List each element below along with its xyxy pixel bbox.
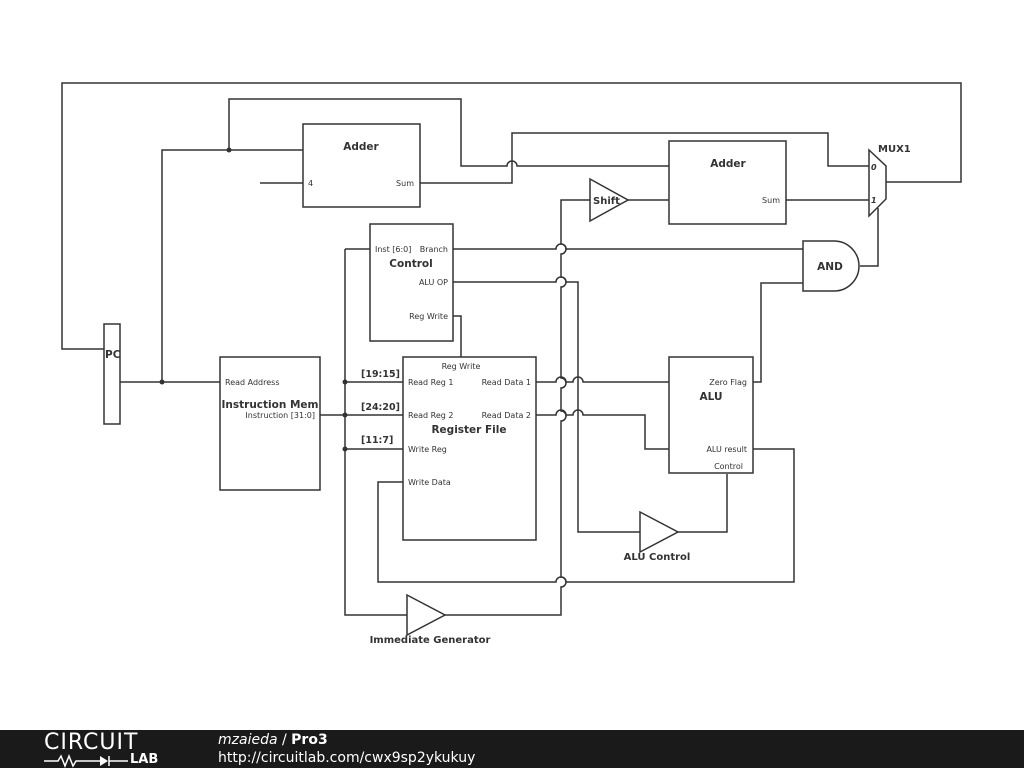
control-regwrite-label: Reg Write (409, 312, 448, 321)
control-aluop-label: ALU OP (419, 278, 448, 287)
imem-title: Instruction Mem (221, 399, 318, 411)
logo-text-circuit: CIRCUIT (44, 730, 139, 755)
adder-top-title: Adder (343, 141, 379, 153)
adder-branch[interactable]: Adder Sum (668, 140, 787, 225)
control-title: Control (389, 258, 432, 270)
adder-top-in-label: 4 (308, 179, 313, 188)
project-title[interactable]: Pro3 (291, 732, 328, 748)
footer-bar: CIRCUIT LAB mzaieda / Pro3 http://circui… (0, 730, 1024, 768)
adder-branch-title: Adder (710, 158, 746, 170)
shift-label: Shift (593, 196, 620, 207)
regfile-readreg2-label: Read Reg 2 (408, 411, 453, 420)
pc-label: PC (105, 349, 121, 361)
regfile-writereg-label: Write Reg (408, 445, 447, 454)
mux-title: MUX1 (878, 144, 911, 155)
alu-control-unit[interactable]: ALU Control (624, 510, 691, 563)
mux1[interactable]: MUX1 0 1 (868, 144, 911, 218)
control-branch-label: Branch (420, 245, 448, 254)
circuit-schematic: PC Adder 4 Sum Adder Sum Shift MUX1 0 1 … (61, 82, 962, 646)
regfile-title: Register File (431, 424, 506, 436)
mux-in0-label: 0 (871, 163, 877, 172)
regfile-writedata-label: Write Data (408, 478, 451, 487)
regfile-readreg1-label: Read Reg 1 (408, 378, 453, 387)
control-unit[interactable]: Inst [6:0] Branch Control ALU OP Reg Wri… (369, 223, 454, 342)
logo-text-lab: LAB (130, 752, 159, 767)
alu-title: ALU (700, 391, 723, 403)
immediate-generator[interactable]: Immediate Generator (370, 593, 491, 646)
alu-zero-flag-label: Zero Flag (709, 378, 747, 387)
logo-waveform-icon (44, 754, 128, 768)
wires (61, 82, 962, 616)
project-url[interactable]: http://circuitlab.com/cwx9sp2ykukuy (218, 750, 476, 766)
alu-result-label: ALU result (706, 445, 747, 454)
imem-read-address-label: Read Address (225, 378, 280, 387)
bus-label-11-7: [11:7] (361, 435, 393, 446)
instruction-memory[interactable]: Read Address Instruction Mem Instruction… (219, 356, 321, 491)
and-label: AND (817, 261, 843, 273)
junction-dot (342, 379, 348, 385)
separator: / (277, 732, 292, 748)
author-project-line: mzaieda / Pro3 (218, 732, 328, 748)
register-file[interactable]: Reg Write Read Reg 1 Read Data 1 Read Re… (402, 356, 537, 541)
regfile-regwrite-label: Reg Write (442, 362, 481, 371)
junctions (159, 147, 348, 452)
regfile-readdata1-label: Read Data 1 (482, 378, 531, 387)
junction-dot (342, 412, 348, 418)
adder-top[interactable]: Adder 4 Sum (302, 123, 421, 208)
alu-control-label: ALU Control (624, 552, 691, 563)
junction-dot (159, 379, 165, 385)
junction-dot (342, 446, 348, 452)
alu[interactable]: Zero Flag ALU ALU result Control (668, 356, 754, 474)
imm-gen-label: Immediate Generator (370, 635, 491, 646)
pc-register[interactable]: PC (103, 323, 121, 425)
junction-dot (226, 147, 232, 153)
bus-label-24-20: [24:20] (361, 402, 400, 413)
imem-instruction-label: Instruction [31:0] (245, 411, 315, 420)
and-gate[interactable]: AND (802, 240, 860, 292)
regfile-readdata2-label: Read Data 2 (482, 411, 531, 420)
adder-top-sum-label: Sum (396, 179, 414, 188)
circuitlab-logo[interactable]: CIRCUIT LAB (44, 730, 174, 768)
adder-branch-sum-label: Sum (762, 196, 780, 205)
alu-control-pin-label: Control (714, 462, 743, 471)
mux-in1-label: 1 (871, 196, 877, 205)
author-link[interactable]: mzaieda (218, 732, 278, 748)
shift-unit[interactable]: Shift (589, 177, 630, 223)
bus-label-19-15: [19:15] (361, 369, 400, 380)
control-inst-label: Inst [6:0] (375, 245, 411, 254)
